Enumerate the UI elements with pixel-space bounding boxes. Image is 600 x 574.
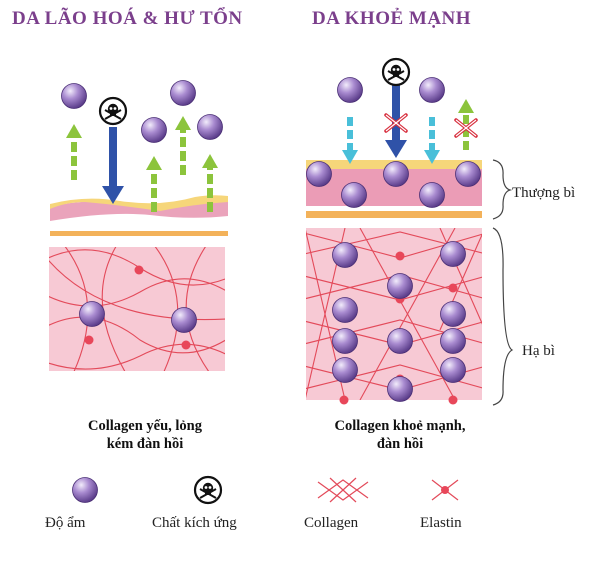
irritant-penetration-arrow <box>102 127 124 204</box>
legend-collagen-label: Collagen <box>304 515 359 531</box>
moisture-ball <box>332 328 358 354</box>
moisture-ball <box>387 376 413 402</box>
moisture-ball <box>306 161 332 187</box>
legend-collagen-icon <box>317 477 369 503</box>
irritant-icon <box>98 96 128 126</box>
moisture-ball <box>332 357 358 383</box>
moisture-ball <box>419 182 445 208</box>
title-aged-skin: DA LÃO HOÁ & HƯ TỔN <box>12 8 243 29</box>
moisture-ball <box>141 117 167 143</box>
dermis-label: Hạ bì <box>522 343 555 359</box>
moisture-ball <box>440 357 466 383</box>
legend-moisture-label: Độ ẩm <box>45 515 86 531</box>
moisture-ball <box>171 307 197 333</box>
caption-line: Collagen khoẻ mạnh, <box>334 418 466 434</box>
elastin-node <box>339 395 349 405</box>
moisture-ball <box>170 80 196 106</box>
blocked-moisture-arrows <box>342 99 474 164</box>
moisture-ball <box>419 77 445 103</box>
healthy-skin-panel <box>306 57 514 406</box>
legend-moisture-icon <box>72 477 98 503</box>
epidermis-label: Thượng bì <box>512 185 576 201</box>
legend-irritant-label: Chất kích ứng <box>152 515 237 531</box>
moisture-ball <box>383 161 409 187</box>
dermis-brace <box>492 227 514 406</box>
moisture-ball <box>387 273 413 299</box>
moisture-ball <box>197 114 223 140</box>
irritant-icon <box>381 57 411 87</box>
moisture-ball <box>341 182 367 208</box>
aged-skin-panel <box>49 80 228 371</box>
healthy-yellow-band <box>306 211 482 218</box>
moisture-ball <box>455 161 481 187</box>
legend-elastin-label: Elastin <box>420 515 462 531</box>
moisture-ball <box>440 328 466 354</box>
aged-yellow-band <box>50 231 228 236</box>
moisture-ball <box>332 297 358 323</box>
moisture-ball <box>440 301 466 327</box>
elastin-node <box>84 335 94 345</box>
aged-skin-caption: Collagen yếu, lỏng kém đàn hồi <box>40 417 250 453</box>
elastin-node <box>395 251 405 261</box>
moisture-loss-arrows <box>66 116 218 212</box>
elastin-node <box>448 395 458 405</box>
caption-line: kém đàn hồi <box>106 436 184 452</box>
legend-icons <box>72 475 459 505</box>
moisture-ball <box>387 328 413 354</box>
moisture-ball <box>337 77 363 103</box>
title-healthy-skin: DA KHOẺ MẠNH <box>312 8 472 29</box>
elastin-node <box>181 340 191 350</box>
elastin-node <box>448 283 458 293</box>
blocked-irritant-arrow <box>385 85 407 158</box>
epidermis-brace <box>492 159 513 220</box>
caption-line: đàn hồi <box>376 436 424 452</box>
elastin-node <box>134 265 144 275</box>
legend-elastin-icon <box>431 479 459 501</box>
moisture-ball <box>79 301 105 327</box>
moisture-ball <box>440 241 466 267</box>
moisture-ball <box>332 242 358 268</box>
legend-irritant-icon <box>193 475 223 505</box>
healthy-skin-caption: Collagen khoẻ mạnh, đàn hồi <box>295 417 505 453</box>
aged-epidermis-top <box>50 195 228 211</box>
caption-line: Collagen yếu, lỏng <box>88 418 202 434</box>
moisture-ball <box>61 83 87 109</box>
